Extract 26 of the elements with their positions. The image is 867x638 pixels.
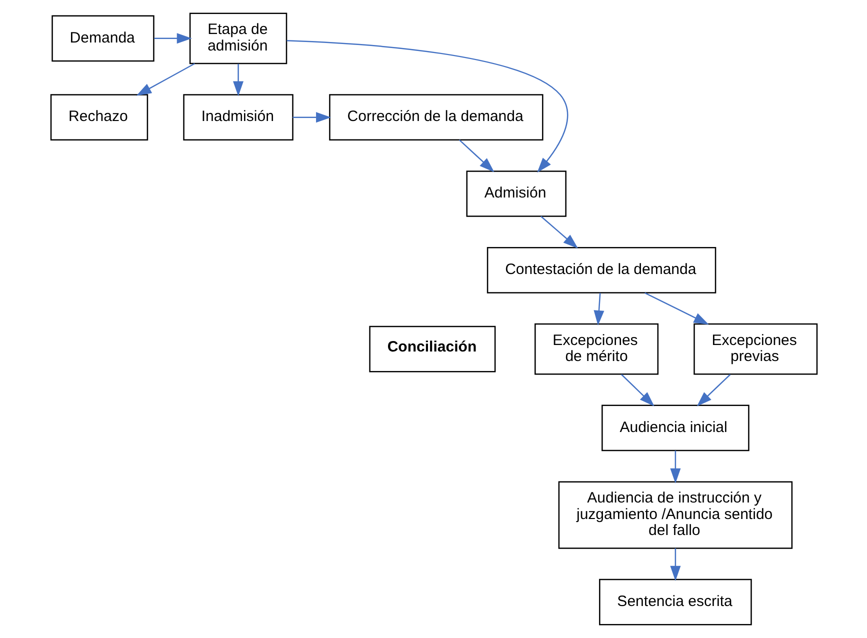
node-box: Etapa de admisión [188,12,287,64]
node-box: Demanda [51,15,154,62]
node-box: Contestación de la demanda [486,246,716,294]
node-box: Corrección de la demanda [328,94,543,140]
arrow [136,63,194,96]
node-box: Admisión [466,170,566,217]
arrow [644,292,708,325]
arrow [620,374,654,406]
node-box: Audiencia inicial [601,404,749,452]
arrow [540,216,578,249]
arrow [458,140,494,172]
node-box: Excepciones previas [693,323,818,375]
arrow [593,293,604,326]
arrow [670,450,680,484]
node-box: Sentencia escrita [598,578,752,626]
node-box: Inadmisión [182,94,293,140]
arrow [670,548,680,581]
arrow [232,64,244,96]
arrow [292,112,331,123]
node-box: Excepciones de mérito [534,323,658,375]
arrow [154,33,192,44]
node-box: Conciliación [368,326,496,372]
node-box: Rechazo [50,94,148,140]
node-box: Audiencia de instrucción y juzgamiento /Anuncia sentido del fallo [558,481,792,549]
arrow [696,374,730,406]
arrow [286,40,568,173]
